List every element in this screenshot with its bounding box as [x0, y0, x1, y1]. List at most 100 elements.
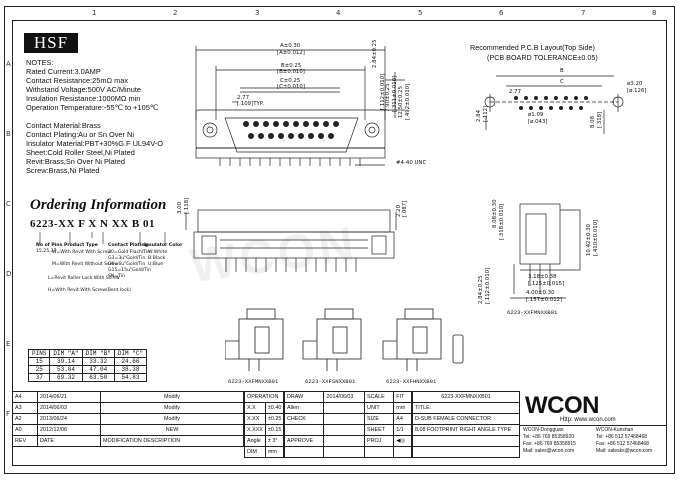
zone-marker: 3 [255, 9, 260, 17]
note-line: Insulation Resistance:1000MΩ min [26, 94, 141, 103]
table-header: DATE [37, 435, 101, 447]
table-header: REV [12, 435, 38, 447]
contact-plating-item: 30=Gold Flash/Tin [108, 250, 151, 255]
table-header: DIM "C" [113, 349, 148, 358]
zone-marker: D [6, 270, 12, 278]
note-line: Rated Current:3.0AMP [26, 67, 101, 76]
contact-plating-item: SN=Tin [108, 274, 126, 279]
contact-plating-item: G6=6u"Gold/Tin [108, 262, 146, 267]
table-cell: ±0.40 [264, 402, 285, 414]
variant-label: 6223-XXFMNXXB01 [228, 378, 279, 385]
profile-part-label: 6223-XXFMNXXB01 [507, 309, 558, 316]
table-cell: A4 [12, 391, 38, 403]
dim-c-inch: [C±0.010] [277, 84, 305, 90]
profile-dim-2: 10.42±0.30 [586, 224, 592, 256]
profile-dim-3: 2.84±0.25 [478, 275, 484, 304]
unit-label: UNIT [364, 402, 395, 414]
table-cell: mm [264, 446, 285, 458]
zone-marker: A [6, 60, 11, 68]
pcb-dim-pin-hole: ø1.09 [528, 112, 544, 118]
size-value: A4 [393, 413, 412, 425]
table-cell: 15 [27, 357, 51, 366]
table-cell: Modify [100, 413, 244, 425]
no-of-pins-values: 15,25,37 [36, 249, 57, 254]
table-cell: 63.50 [81, 373, 115, 382]
insulator-color-item: W:White [148, 250, 168, 255]
material-line: Contact Material:Brass [26, 121, 101, 130]
dim-c-label: C±0.25 [280, 78, 301, 84]
ordering-part-code: 6223-XX F X N XX B 01 [30, 218, 155, 230]
side-dim-2-inch: [.087] [402, 200, 408, 217]
table-header: MODIFICATION DESCRIPTION [100, 435, 244, 447]
table-cell: 54.83 [113, 373, 148, 382]
profile-dim-5: 4.00±0.30 [526, 290, 555, 296]
notes-block: NOTES: Rated Current:3.0AMP Contact Resi… [26, 58, 163, 175]
table-cell: ±0.25 [264, 413, 285, 425]
profile-dim-4: 3.18±0.38 [528, 274, 557, 280]
zone-marker: 5 [418, 9, 423, 17]
table-cell: NEW [100, 424, 244, 436]
company-logo: WCON [525, 392, 599, 419]
variant-views-drawing [225, 308, 464, 371]
kunshan-mail: Mail: salesks@wcon.com [596, 448, 653, 454]
pcb-subtitle: (PCB BOARD TOLERANCE±0.05) [487, 53, 598, 62]
scale-value: FIT [393, 391, 412, 403]
draw-name: Allen [283, 402, 325, 414]
zone-marker: 6 [499, 9, 504, 17]
unc-label: #4-40 UNC [396, 160, 427, 166]
zone-marker: 4 [336, 9, 341, 17]
zone-marker: 2 [173, 9, 178, 17]
ordering-leader-lines [39, 232, 166, 244]
contact-plating-item: G15=15u"Gold/Tin [108, 268, 152, 273]
drawing-title-line: 8.08 FOOTPRINT RIGHT ANGLE TYPE [412, 424, 520, 436]
company-website: Http: www.wcon.com [560, 417, 616, 423]
table-cell: 2014/06/03 [37, 402, 101, 414]
insulator-color-label: Insulator Color [144, 243, 183, 248]
kunshan-tel: Tel: +86 512 57468468 [596, 434, 648, 440]
pcb-dim-footprint: 8.08 [590, 115, 596, 128]
variant-label: 6223-XXFSNXXB01 [305, 378, 356, 385]
ordering-title: Ordering Information [30, 197, 167, 213]
kunshan-fax: Fax: +86 512 57468468 [596, 441, 649, 447]
profile-dim-1-inch: [.318±0.010] [499, 203, 505, 240]
size-label: SIZE [364, 413, 395, 425]
zone-marker: B [6, 130, 11, 138]
material-line: Sheet:Cold Roller Steel,Ni Plated [26, 148, 135, 157]
pcb-dim-c: C [560, 79, 564, 85]
draw-label: DRAW [283, 391, 325, 403]
table-row: 25 53.04 47.04 38.38 [27, 365, 148, 374]
pcb-dim-pin-hole-inch: [ø.043] [528, 119, 548, 125]
table-cell: Angle [244, 435, 266, 447]
dim-height-1: 2.84±0.25 [372, 39, 378, 68]
pin-dimension-table: PINS DIM "A" DIM "B" DIM "C" 15 39.14 33… [27, 349, 148, 382]
zone-marker: E [6, 340, 11, 348]
table-header: DIM "B" [81, 349, 115, 358]
dim-a-inch: [A±0.012] [277, 50, 305, 56]
no-of-pins-label: No of Pins [36, 243, 63, 248]
scale-label: SCALE [364, 391, 395, 403]
dim-b-inch: [B±0.010] [277, 69, 305, 75]
note-line: Operation Temperature:-55℃ to +105℃ [26, 103, 159, 112]
material-line: Insulator Material:PBT+30%G.F UL94V-O [26, 139, 163, 148]
proj-label: PROJ. [364, 435, 395, 447]
pcb-dim-footprint-inch: [.318] [597, 111, 603, 128]
table-cell: 2013/06/24 [37, 413, 101, 425]
side-profile-drawing [510, 203, 581, 299]
dim-height-3-inch: [.492±0.010] [405, 83, 411, 120]
table-cell: 37 [27, 373, 51, 382]
dim-height-3: 12.50±0.25 [398, 86, 404, 118]
table-row: 37 69.32 63.50 54.83 [27, 373, 148, 382]
product-type-item: L=Revit Roller Lock With Screw [48, 276, 120, 281]
tolerance-header: OPERATION [243, 391, 285, 403]
table-header: PINS [27, 349, 51, 358]
zone-marker: 8 [652, 9, 657, 17]
dongguan-office: WCON-Dongguan [523, 427, 564, 433]
dim-height-2: 7.90±0.25 [385, 83, 391, 112]
material-line: Contact Plating:Au or Sn Over Ni [26, 130, 135, 139]
table-cell: A2 [12, 413, 38, 425]
